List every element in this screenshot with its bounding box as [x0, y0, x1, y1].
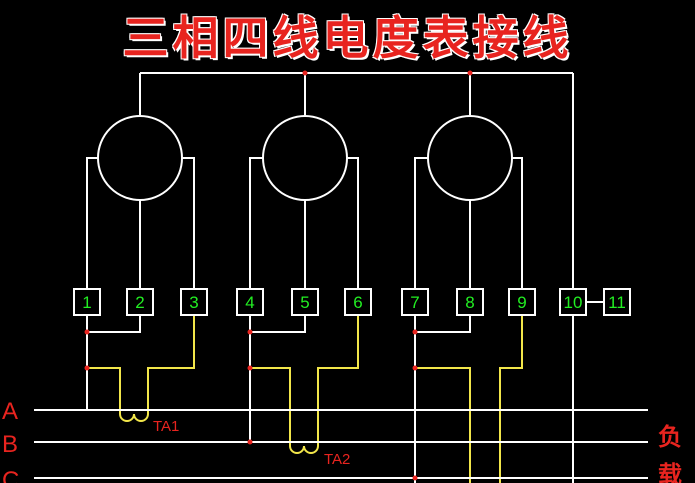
- ta1-primary-in: [87, 367, 121, 414]
- terminal-label-1: 1: [82, 293, 91, 312]
- term8-link: [415, 316, 471, 333]
- terminal-box-4: [236, 288, 264, 316]
- node: [467, 70, 473, 76]
- term2-link: [87, 316, 141, 333]
- coil2-right-lead: [347, 157, 359, 288]
- node: [84, 329, 90, 335]
- terminal-label-5: 5: [300, 293, 309, 312]
- terminal-box-1: [73, 288, 101, 316]
- node: [302, 70, 308, 76]
- terminal-box-2: [126, 288, 154, 316]
- terminal-label-6: 6: [353, 293, 362, 312]
- node: [412, 475, 418, 481]
- phase-label-b: B: [2, 431, 18, 458]
- coil1-left-lead: [86, 157, 98, 288]
- terminal-box-9: [508, 288, 536, 316]
- terminal-label-9: 9: [517, 293, 526, 312]
- node: [247, 439, 253, 445]
- node: [84, 365, 90, 371]
- ta1-label: TA1: [153, 418, 179, 435]
- node: [247, 329, 253, 335]
- coil2-left-lead: [249, 157, 263, 288]
- ta1-primary-out: [147, 316, 195, 414]
- terminal-label-7: 7: [410, 293, 419, 312]
- phase-label-a: A: [2, 398, 18, 425]
- diagram-title: 三相四线电度表接线: [122, 11, 573, 65]
- terminal-label-4: 4: [245, 293, 254, 312]
- coil3-right-lead: [512, 157, 523, 288]
- terminal-label-3: 3: [189, 293, 198, 312]
- node: [412, 329, 418, 335]
- phase-label-c: C: [2, 467, 19, 483]
- coil3-left-lead: [414, 157, 428, 288]
- ta3-primary-out: [499, 316, 523, 483]
- terminal-box-6: [344, 288, 372, 316]
- meter-coil-2: [262, 115, 348, 201]
- coil1-right-lead: [182, 157, 195, 288]
- ta3-primary-in: [415, 367, 471, 483]
- term5-link: [250, 316, 306, 333]
- ta2-label: TA2: [324, 451, 350, 468]
- load-label-1: 负: [658, 423, 682, 451]
- terminal-box-7: [401, 288, 429, 316]
- load-label-2: 载: [658, 461, 682, 483]
- meter-coil-3: [427, 115, 513, 201]
- terminal-box-3: [180, 288, 208, 316]
- node: [247, 365, 253, 371]
- terminal-label-11: 11: [608, 293, 626, 312]
- ta1-coil: [119, 413, 149, 422]
- terminal-label-8: 8: [465, 293, 474, 312]
- ta2-primary-out: [317, 316, 359, 446]
- terminal-label-10: 10: [564, 293, 583, 312]
- node: [412, 365, 418, 371]
- ta2-primary-in: [250, 367, 291, 446]
- terminal-box-5: [291, 288, 319, 316]
- ta2-coil: [289, 445, 319, 454]
- meter-coil-1: [97, 115, 183, 201]
- terminal-box-8: [456, 288, 484, 316]
- terminal-label-2: 2: [135, 293, 144, 312]
